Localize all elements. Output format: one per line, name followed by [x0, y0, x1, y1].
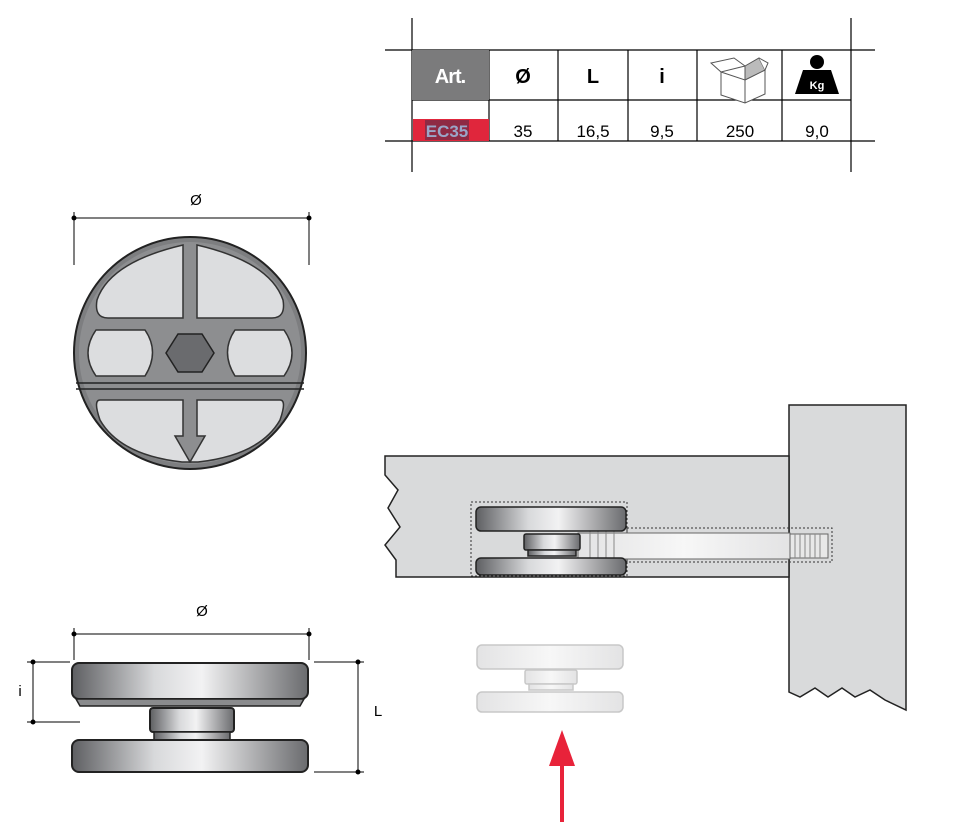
cam-lock-installed: [475, 506, 627, 576]
cam-lock-ghost: [476, 644, 624, 713]
connecting-bolt: [577, 530, 829, 562]
weight-kg-icon: Kg: [795, 55, 839, 94]
value-length: 16,5: [576, 122, 609, 141]
box-icon: [709, 57, 769, 104]
side-diameter-label: Ø: [196, 603, 208, 620]
top-diameter-label: Ø: [190, 192, 202, 209]
value-art: EC35: [426, 122, 469, 141]
side-i-label: i: [18, 683, 21, 700]
value-weight: 9,0: [805, 122, 829, 141]
art-header-cell: [412, 50, 489, 100]
header-art: Art.: [435, 66, 466, 88]
cam-lock-side-view: [71, 662, 309, 773]
header-i: i: [659, 66, 665, 88]
panel-vertical: [788, 404, 907, 712]
cam-lock-top-view: [73, 236, 307, 470]
header-length: L: [587, 66, 599, 88]
value-box-qty: 250: [726, 122, 754, 141]
weight-icon-label: Kg: [810, 80, 825, 92]
value-i: 9,5: [650, 122, 674, 141]
side-length-label: L: [374, 703, 382, 720]
side-view-dimensions: [27, 628, 364, 775]
top-view-dimension: [71, 212, 312, 265]
header-diameter: Ø: [515, 66, 531, 88]
insertion-arrow-icon: [549, 730, 575, 822]
art-value-highlight: [425, 120, 469, 140]
value-diameter: 35: [514, 122, 533, 141]
